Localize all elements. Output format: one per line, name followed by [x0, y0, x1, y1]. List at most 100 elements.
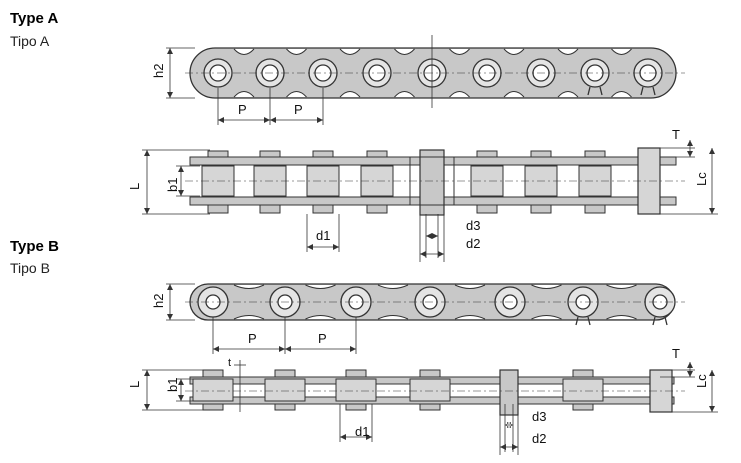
plate-waist-bottom: [305, 315, 336, 320]
dim-d2-a-arrows: [420, 251, 444, 257]
plate-waist-bottom: [233, 315, 265, 320]
type-a-top-view: [185, 147, 685, 216]
dim-d3-b-arrows: [505, 422, 513, 428]
label-d1-b: d1: [355, 424, 369, 439]
pin-head-bottom: [419, 403, 441, 411]
dim-d3-a-arrows: [426, 233, 438, 239]
dim-p-a-2-arrows: [270, 117, 323, 123]
pin-head-bottom: [572, 403, 594, 411]
plate-waist-bottom: [377, 315, 409, 320]
type-b-title: Type B: [10, 238, 59, 255]
pin-head-bottom: [366, 204, 388, 214]
pin-head-bottom: [259, 204, 281, 214]
pin-head-bottom: [345, 403, 367, 411]
plate-waist-top: [531, 284, 562, 289]
plate-waist-top: [305, 284, 336, 289]
label-d3-b: d3: [532, 409, 546, 424]
type-a-title: Type A: [10, 10, 59, 27]
dim-p-a-1-arrows: [218, 117, 270, 123]
type-a-side-view: [185, 35, 685, 108]
plate-waist-top: [377, 284, 409, 289]
dimension-lines: [142, 47, 718, 455]
pin-head-bottom: [312, 204, 334, 214]
pin-head-bottom: [584, 204, 606, 214]
roller: [192, 378, 234, 402]
spring-clip: [640, 86, 656, 96]
pin-head-bottom: [476, 204, 498, 214]
label-d2-a: d2: [466, 236, 480, 251]
pin-head-top: [572, 369, 594, 378]
connecting-link: [499, 369, 519, 416]
type-a-subtitle: Tipo A: [10, 33, 50, 49]
roller: [335, 378, 377, 402]
label-l-a: L: [127, 183, 142, 190]
pin-head-top: [476, 150, 498, 158]
label-p-a-1: P: [238, 102, 247, 117]
pin-head-top: [366, 150, 388, 158]
plate-waist-top: [454, 284, 486, 289]
label-h2-b: h2: [151, 294, 166, 308]
plate-waist-bottom: [606, 315, 637, 320]
pin-head-top: [312, 150, 334, 158]
dim-t-a-arrows: [687, 140, 693, 157]
label-p-b-1: P: [248, 331, 257, 346]
pin-head-bottom: [202, 403, 224, 411]
dim-t-b-arrows: [687, 362, 693, 377]
plate-waist-bottom: [339, 91, 361, 98]
pin-head-top: [530, 150, 552, 158]
pin-head-top: [207, 150, 229, 158]
plate-waist-top: [503, 48, 525, 55]
type-b-subtitle: Tipo B: [10, 260, 50, 276]
pin-head-top: [584, 150, 606, 158]
plate-waist-bottom: [286, 91, 307, 98]
label-b1-a: b1: [165, 178, 180, 192]
dim-h2-a-arrows: [167, 48, 173, 98]
plate-waist-bottom: [233, 91, 255, 98]
spring-clip: [652, 316, 668, 326]
plate-waist-top: [394, 48, 415, 55]
pin-head-bottom: [274, 403, 296, 411]
pin-head-top: [202, 369, 224, 378]
label-lc-b: Lc: [694, 374, 709, 388]
label-l-b: L: [127, 381, 142, 388]
plate-waist-top: [449, 48, 470, 55]
label-d1-a: d1: [316, 228, 330, 243]
label-t-small-b: t: [228, 357, 231, 369]
spring-clip: [587, 86, 603, 96]
dim-b1-a-arrows: [178, 166, 184, 196]
roller: [409, 378, 451, 402]
label-t-a: T: [672, 127, 680, 142]
plate-waist-bottom: [449, 91, 470, 98]
label-p-b-2: P: [318, 331, 327, 346]
type-b-side-view: [185, 283, 685, 326]
roller: [562, 378, 604, 402]
dim-b1-b-arrows: [178, 379, 184, 401]
label-b1-b: b1: [165, 378, 180, 392]
type-b-top-view: [185, 369, 685, 416]
spring-clip: [575, 316, 591, 326]
plate-waist-top: [611, 48, 632, 55]
pin-head-top: [259, 150, 281, 158]
dim-d2-b-arrows: [500, 444, 518, 450]
plate-waist-top: [286, 48, 307, 55]
plate-waist-bottom: [394, 91, 415, 98]
plate-waist-bottom: [454, 315, 486, 320]
plate-waist-top: [233, 48, 255, 55]
plate-waist-top: [233, 284, 265, 289]
plate-waist-top: [606, 284, 637, 289]
pin-head-top: [419, 369, 441, 378]
roller: [264, 378, 306, 402]
pin-head-top: [274, 369, 296, 378]
label-d2-b: d2: [532, 431, 546, 446]
label-p-a-2: P: [294, 102, 303, 117]
plate-waist-bottom: [557, 91, 579, 98]
pin-head-bottom: [207, 204, 229, 214]
label-lc-a: Lc: [694, 172, 709, 186]
label-t-b: T: [672, 346, 680, 361]
plate-waist-top: [557, 48, 579, 55]
plate-waist-bottom: [611, 91, 632, 98]
connecting-link: [419, 149, 445, 216]
label-h2-a: h2: [151, 64, 166, 78]
plate-waist-top: [339, 48, 361, 55]
